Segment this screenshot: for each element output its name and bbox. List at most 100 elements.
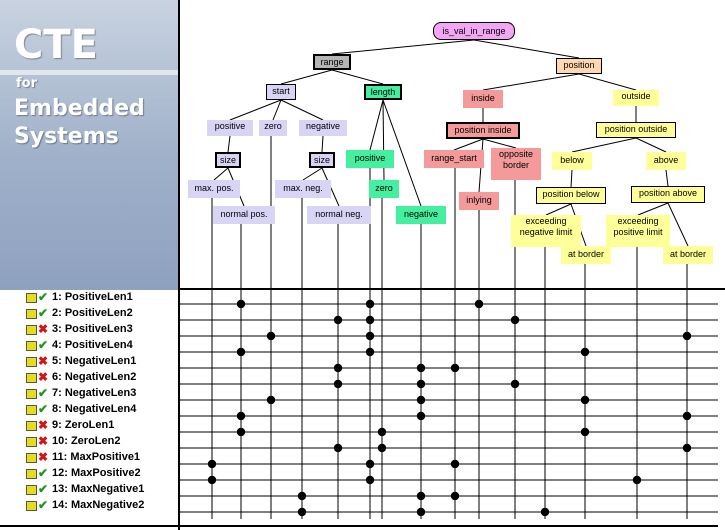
test-mark[interactable] — [580, 427, 590, 437]
test-mark[interactable] — [450, 459, 460, 469]
node-position[interactable]: position — [556, 58, 602, 74]
node-exceeding-negative-limit[interactable]: exceeding negative limit — [511, 215, 581, 247]
node-is-val-in-range[interactable]: is_val_in_range — [433, 22, 515, 40]
node-start[interactable]: start — [266, 84, 296, 100]
node-normal-pos[interactable]: normal pos. — [213, 206, 275, 224]
node-length[interactable]: length — [364, 84, 402, 100]
test-mark[interactable] — [365, 315, 375, 325]
test-case-row[interactable]: ✖3: PositiveLen3 — [0, 322, 176, 338]
test-case-row[interactable]: ✔8: NegativeLen4 — [0, 402, 176, 418]
test-case-row[interactable]: ✔7: NegativeLen3 — [0, 386, 176, 402]
test-case-row[interactable]: ✔4: PositiveLen4 — [0, 338, 176, 354]
test-case-label: 11: MaxPositive1 — [52, 451, 141, 463]
node-size-positive[interactable]: size — [215, 152, 241, 168]
test-case-row[interactable]: ✔1: PositiveLen1 — [0, 290, 176, 306]
node-above[interactable]: above — [646, 152, 686, 170]
test-case-row[interactable]: ✔13: MaxNegative1 — [0, 482, 176, 498]
node-opposite-border[interactable]: opposite border — [491, 148, 541, 180]
tree-edge — [635, 137, 667, 153]
test-mark[interactable] — [416, 379, 426, 389]
test-mark[interactable] — [416, 363, 426, 373]
test-mark[interactable] — [207, 475, 217, 485]
node-max-neg[interactable]: max. neg. — [275, 180, 331, 198]
test-case-row[interactable]: ✖9: ZeroLen1 — [0, 418, 176, 434]
node-len-positive[interactable]: positive — [346, 150, 394, 168]
test-mark[interactable] — [297, 491, 307, 501]
test-mark[interactable] — [474, 299, 484, 309]
test-mark[interactable] — [377, 443, 387, 453]
node-exceeding-positive-limit[interactable]: exceeding positive limit — [606, 215, 670, 247]
tree-edge — [280, 69, 333, 85]
node-zero[interactable]: zero — [259, 120, 287, 136]
test-mark[interactable] — [682, 411, 692, 421]
test-mark[interactable] — [540, 507, 550, 517]
test-mark[interactable] — [510, 379, 520, 389]
test-mark[interactable] — [450, 491, 460, 501]
test-case-row[interactable]: ✔2: PositiveLen2 — [0, 306, 176, 322]
test-mark[interactable] — [416, 507, 426, 517]
test-mark[interactable] — [333, 379, 343, 389]
test-mark[interactable] — [297, 507, 307, 517]
tree-edge — [229, 99, 282, 121]
test-case-icon — [26, 501, 37, 511]
test-mark[interactable] — [236, 411, 246, 421]
node-outside[interactable]: outside — [613, 90, 659, 106]
tree-edge — [570, 169, 573, 188]
node-negative[interactable]: negative — [299, 120, 347, 136]
node-size-negative[interactable]: size — [309, 152, 335, 168]
test-mark[interactable] — [333, 363, 343, 373]
node-range[interactable]: range — [313, 54, 351, 70]
test-mark[interactable] — [365, 475, 375, 485]
test-mark[interactable] — [510, 315, 520, 325]
node-positive[interactable]: positive — [207, 120, 253, 136]
node-inlying[interactable]: inlying — [459, 192, 499, 210]
test-case-label: 12: MaxPositive2 — [52, 467, 141, 479]
test-mark[interactable] — [416, 411, 426, 421]
check-icon: ✔ — [38, 290, 49, 304]
test-mark[interactable] — [266, 395, 276, 405]
node-position-above[interactable]: position above — [631, 186, 705, 203]
test-mark[interactable] — [682, 443, 692, 453]
test-mark[interactable] — [236, 299, 246, 309]
test-case-row[interactable]: ✖11: MaxPositive1 — [0, 450, 176, 466]
test-mark[interactable] — [580, 395, 590, 405]
node-position-outside[interactable]: position outside — [596, 122, 676, 138]
test-mark[interactable] — [632, 475, 642, 485]
test-mark[interactable] — [365, 299, 375, 309]
node-len-negative[interactable]: negative — [396, 206, 446, 224]
node-max-pos[interactable]: max. pos. — [188, 180, 240, 198]
test-mark[interactable] — [365, 331, 375, 341]
check-icon: ✔ — [38, 386, 49, 400]
node-inside[interactable]: inside — [463, 90, 503, 108]
test-case-row[interactable]: ✔14: MaxNegative2 — [0, 498, 176, 514]
test-case-row[interactable]: ✖6: NegativeLen2 — [0, 370, 176, 386]
test-mark[interactable] — [365, 459, 375, 469]
test-mark[interactable] — [207, 459, 217, 469]
test-mark[interactable] — [580, 347, 590, 357]
test-mark[interactable] — [365, 347, 375, 357]
node-below[interactable]: below — [552, 152, 592, 170]
test-case-row[interactable]: ✖5: NegativeLen1 — [0, 354, 176, 370]
test-mark[interactable] — [266, 331, 276, 341]
logo-title: CTE — [14, 22, 98, 68]
test-mark[interactable] — [236, 427, 246, 437]
test-case-row[interactable]: ✖10: ZeroLen2 — [0, 434, 176, 450]
node-range-start[interactable]: range_start — [424, 150, 484, 168]
test-case-icon — [26, 309, 37, 319]
test-mark[interactable] — [333, 443, 343, 453]
test-mark[interactable] — [682, 331, 692, 341]
node-position-below[interactable]: position below — [536, 187, 606, 204]
node-position-inside[interactable]: position inside — [446, 122, 520, 139]
node-at-border-1[interactable]: at border — [561, 246, 611, 264]
test-mark[interactable] — [236, 347, 246, 357]
node-len-zero[interactable]: zero — [369, 180, 399, 198]
node-at-border-2[interactable]: at border — [663, 246, 713, 264]
test-mark[interactable] — [333, 315, 343, 325]
node-normal-neg[interactable]: normal neg. — [307, 206, 371, 224]
test-mark[interactable] — [377, 427, 387, 437]
test-mark[interactable] — [416, 491, 426, 501]
test-case-row[interactable]: ✔12: MaxPositive2 — [0, 466, 176, 482]
test-mark[interactable] — [450, 363, 460, 373]
test-mark[interactable] — [416, 395, 426, 405]
